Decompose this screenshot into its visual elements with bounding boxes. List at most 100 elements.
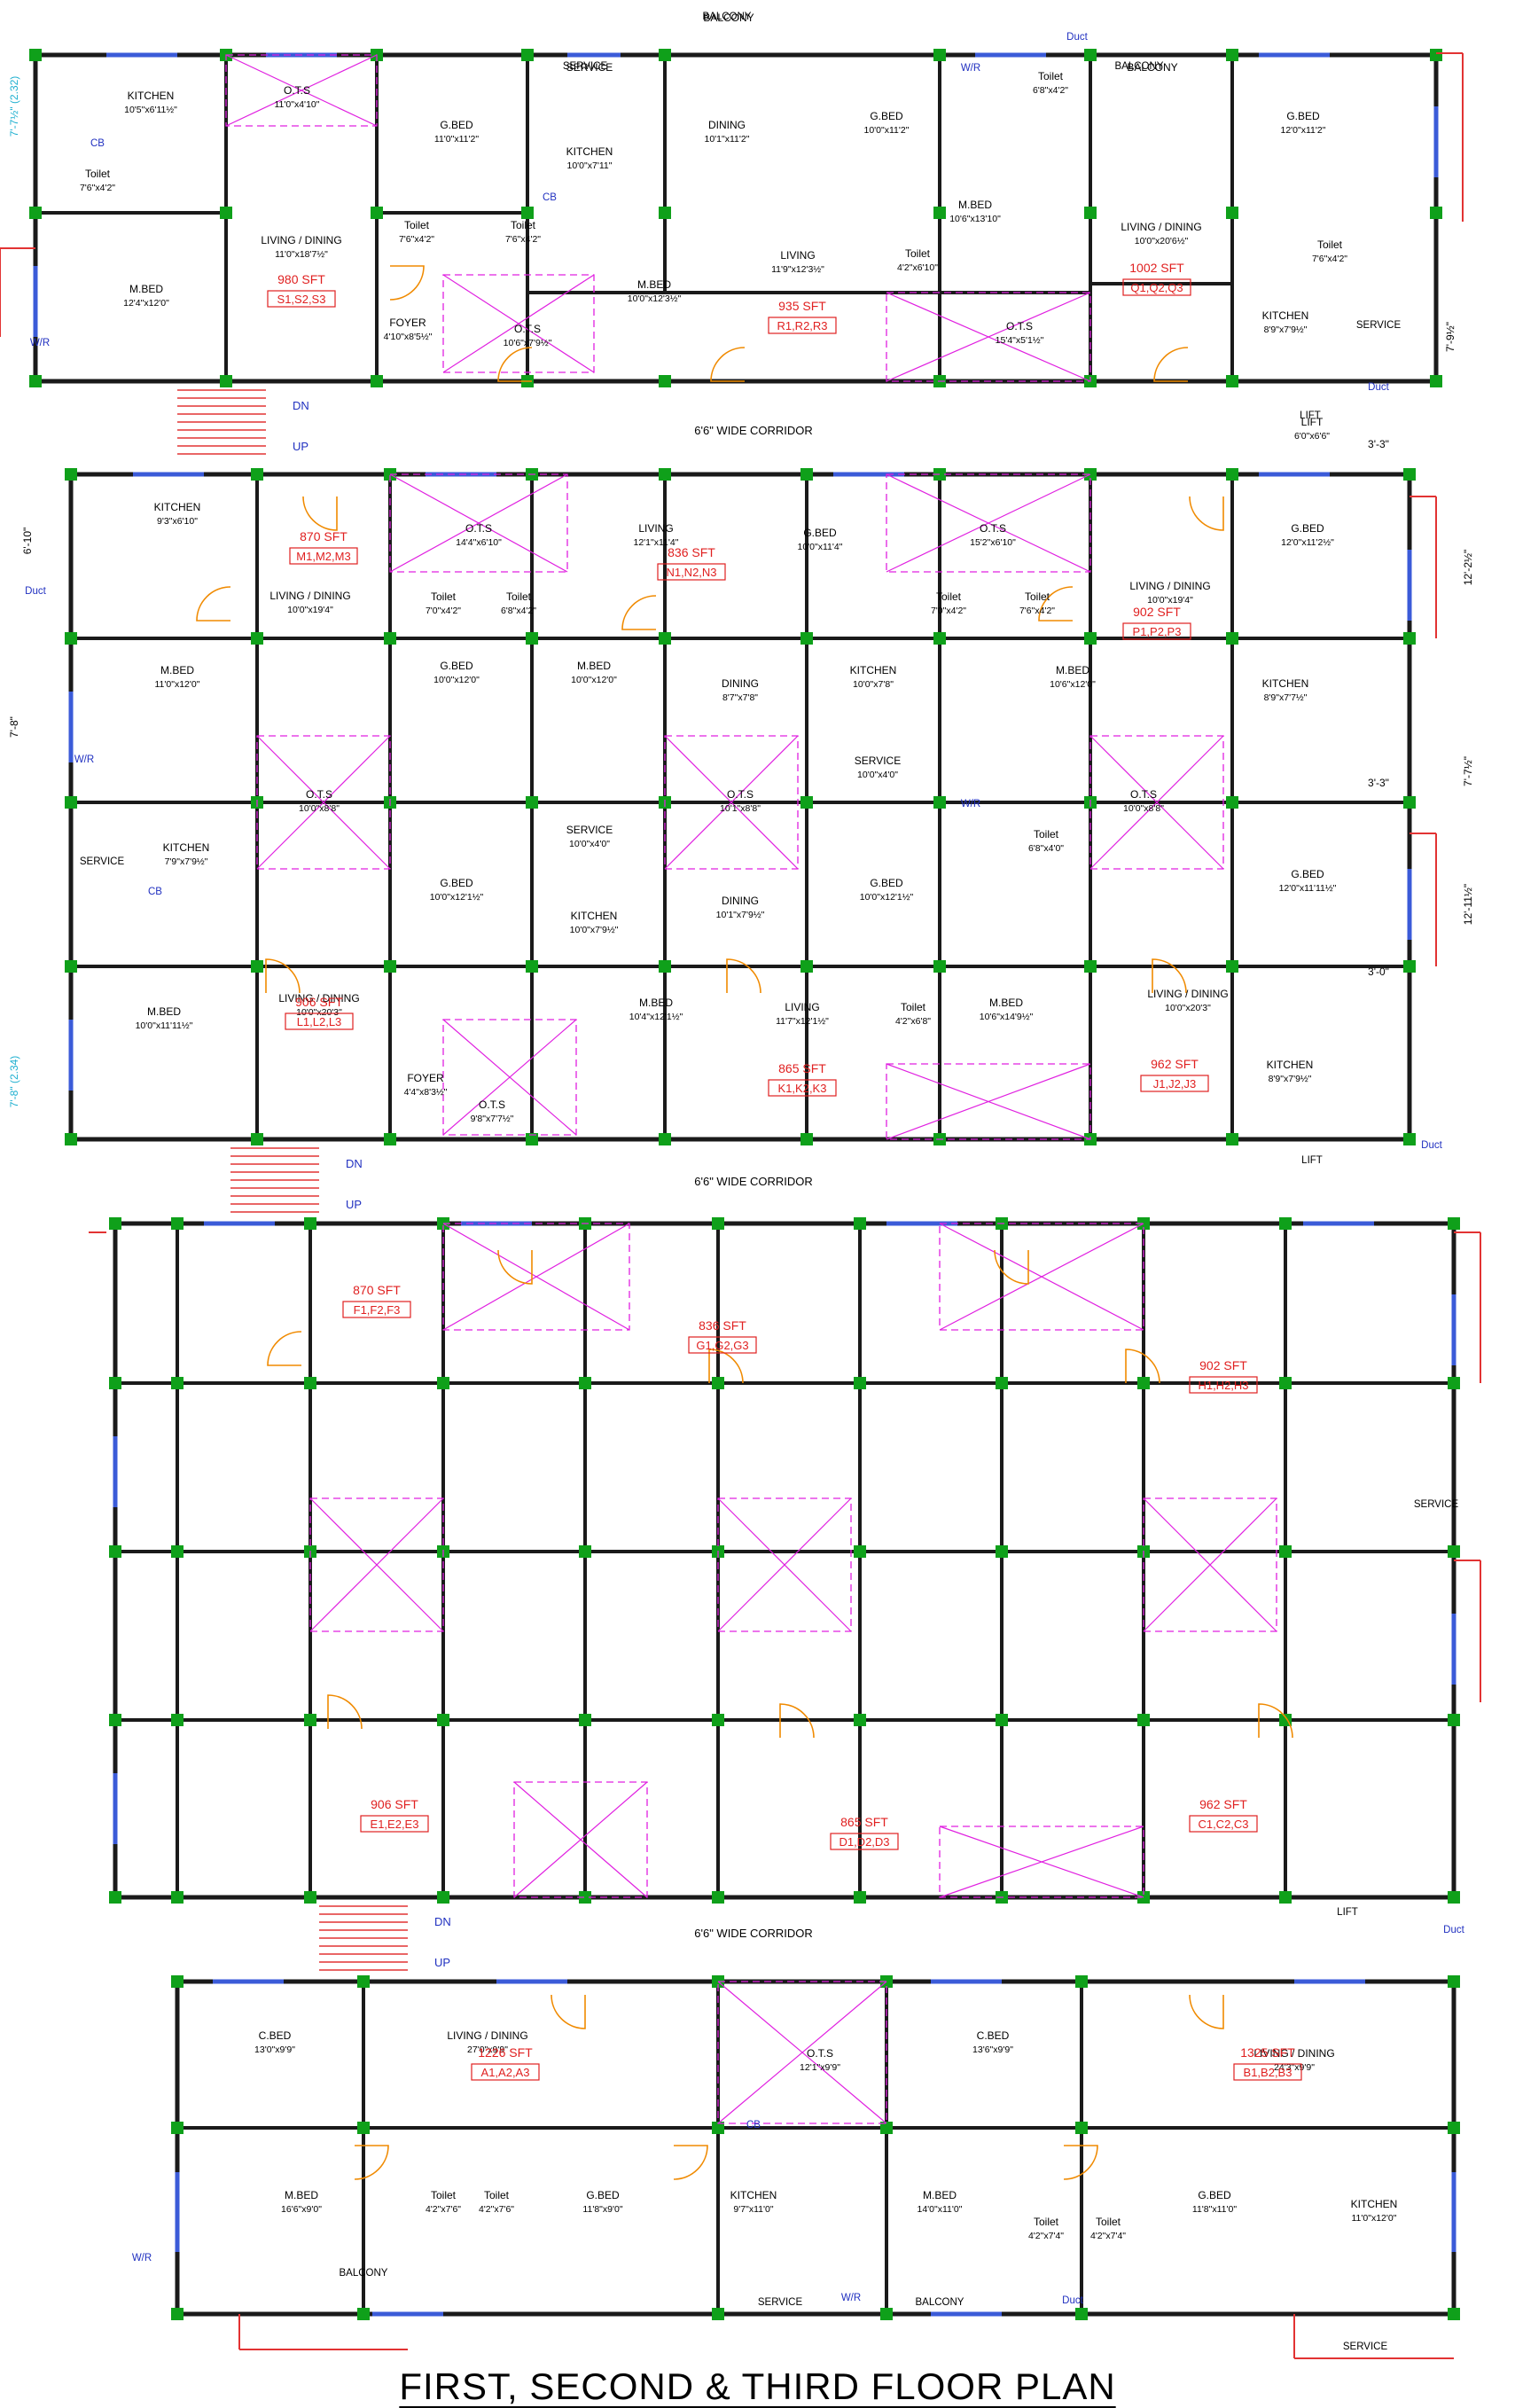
room-size-label: 10'0"x11'4"	[798, 542, 843, 552]
room-name-label: KITCHEN	[850, 664, 897, 676]
ots-cross	[886, 473, 1091, 573]
room-name-label: Toilet	[511, 219, 536, 231]
tag-label: Duct	[1421, 1140, 1442, 1151]
door-swing	[1038, 586, 1074, 622]
column-marker	[1448, 1377, 1460, 1389]
column-marker	[65, 1133, 77, 1145]
room-size-label: 9'7"x11'0"	[733, 2204, 773, 2215]
column-marker	[854, 1714, 866, 1726]
room-name-label: O.T.S	[465, 522, 492, 535]
column-marker	[1226, 468, 1238, 481]
room-size-label: 4'2"x7'6"	[479, 2204, 514, 2215]
room-size-label: 10'0"x19'4"	[1147, 595, 1193, 606]
column-marker	[712, 2122, 724, 2134]
dimension-label: 6'-10"	[21, 528, 34, 555]
column-marker	[800, 632, 813, 645]
column-marker	[171, 1975, 184, 1988]
column-marker	[29, 49, 42, 61]
unit-area-label: 1226 SFT	[478, 2045, 533, 2060]
column-marker	[526, 1133, 538, 1145]
unit-area-label: 980 SFT	[277, 272, 325, 286]
column-marker	[29, 375, 42, 387]
tag-label: W/R	[841, 2293, 861, 2303]
unit-id-box	[768, 1079, 837, 1097]
tag-label: LIFT	[1300, 410, 1321, 421]
room-size-label: 16'6"x9'0"	[281, 2204, 322, 2215]
room-size-label: 10'6"x14'9½"	[980, 1012, 1034, 1022]
column-marker	[1226, 207, 1238, 219]
dimension-label: 7'-7½" (2.32)	[8, 76, 20, 137]
room-name-label: DINING	[708, 119, 746, 131]
corridor-label: 6'6" WIDE CORRIDOR	[694, 1927, 813, 1940]
room-size-label: 8'9"x7'7½"	[1264, 692, 1308, 703]
unit-id-box	[1122, 278, 1191, 296]
tag-label: Duct	[1066, 32, 1088, 43]
ots-cross	[309, 1497, 444, 1632]
unit-area-label: 962 SFT	[1199, 1797, 1247, 1811]
tag-label: SERVICE	[80, 856, 125, 867]
column-marker	[1448, 1891, 1460, 1904]
ots-cross	[442, 1019, 577, 1136]
tag-label: CB	[148, 887, 162, 897]
ots-cross	[1143, 1497, 1277, 1632]
column-marker	[933, 960, 946, 973]
column-marker	[579, 1545, 591, 1558]
column-marker	[1137, 1714, 1150, 1726]
room-size-label: 10'0"x20'3"	[296, 1007, 342, 1018]
room-size-label: 11'0"x11'2"	[434, 134, 479, 145]
wall-outline	[113, 1221, 1456, 1900]
room-name-label: SERVICE	[855, 754, 901, 767]
ots-shaft	[256, 735, 391, 870]
column-marker	[109, 1217, 121, 1230]
room-size-label: 10'6"x7'9½"	[504, 338, 552, 348]
room-name-label: Toilet	[936, 590, 962, 603]
unit-id-label: D1,D2,D3	[839, 1835, 889, 1849]
room-name-label: LIFT	[1301, 416, 1324, 428]
unit-area-label: 906 SFT	[371, 1797, 418, 1811]
room-name-label: KITCHEN	[571, 910, 618, 922]
room-name-label: SERVICE	[566, 824, 613, 836]
room-size-label: 15'2"x6'10"	[970, 537, 1016, 548]
column-marker	[171, 1545, 184, 1558]
unit-id-label: A1,A2,A3	[481, 2066, 530, 2079]
ots-shaft	[886, 292, 1091, 382]
room-name-label: C.BED	[977, 2029, 1010, 2042]
room-size-label: 4'2"x7'4"	[1028, 2231, 1064, 2241]
room-name-label: KITCHEN	[1262, 677, 1309, 690]
ots-cross	[442, 274, 595, 373]
column-marker	[1403, 632, 1416, 645]
column-marker	[1430, 375, 1442, 387]
room-name-label: KITCHEN	[1351, 2198, 1398, 2210]
tag-label: W/R	[30, 338, 50, 348]
column-marker	[521, 207, 534, 219]
column-marker	[220, 375, 232, 387]
column-marker	[1430, 207, 1442, 219]
dimension-label: 7'-8"	[8, 716, 20, 738]
column-marker	[251, 632, 263, 645]
column-marker	[1226, 632, 1238, 645]
room-name-label: Toilet	[404, 219, 430, 231]
column-marker	[712, 1714, 724, 1726]
door-swing	[726, 958, 761, 994]
room-name-label: LIVING	[780, 249, 815, 262]
room-name-label: G.BED	[803, 527, 837, 539]
unit-id-label: R1,R2,R3	[777, 319, 827, 332]
door-swing	[196, 586, 231, 622]
room-name-label: BALCONY	[1127, 61, 1177, 74]
unit-id-label: E1,E2,E3	[371, 1818, 419, 1831]
door-swing	[267, 1331, 302, 1366]
column-marker	[1226, 49, 1238, 61]
room-name-label: O.T.S	[479, 1098, 505, 1111]
ots-shaft	[309, 1497, 444, 1632]
column-marker	[65, 632, 77, 645]
room-size-label: 10'0"x4'0"	[569, 839, 610, 849]
room-name-label: M.BED	[1056, 664, 1089, 676]
stair-up-label: UP	[346, 1198, 362, 1211]
room-name-label: KITCHEN	[730, 2189, 777, 2201]
column-marker	[437, 1891, 449, 1904]
column-marker	[171, 2122, 184, 2134]
ots-cross	[886, 292, 1091, 382]
room-name-label: G.BED	[1198, 2189, 1231, 2201]
ots-cross	[717, 1981, 887, 2124]
room-size-label: 11'9"x12'3½"	[771, 264, 824, 275]
